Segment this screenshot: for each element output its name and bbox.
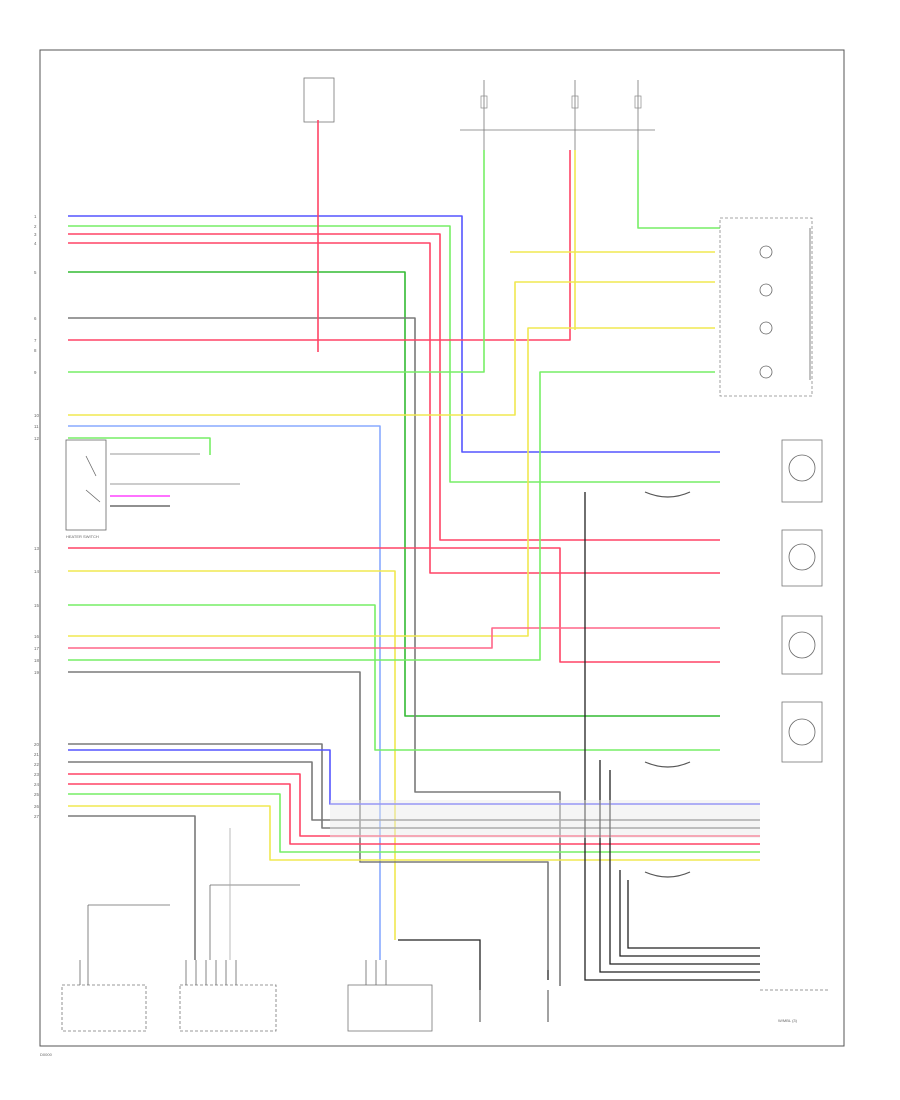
lamp-icon bbox=[759, 245, 773, 259]
svg-text:6: 6 bbox=[34, 316, 37, 321]
svg-text:8: 8 bbox=[34, 348, 37, 353]
wire-gray bbox=[68, 671, 549, 970]
svg-text:25: 25 bbox=[34, 792, 39, 797]
svg-text:15: 15 bbox=[34, 603, 39, 608]
lamp-icon bbox=[759, 321, 773, 335]
svg-text:23: 23 bbox=[34, 772, 39, 777]
wire-red bbox=[68, 242, 720, 574]
svg-text:27: 27 bbox=[34, 814, 39, 819]
lamp-icon bbox=[759, 365, 773, 379]
wire-gray bbox=[68, 815, 196, 960]
wire-blue bbox=[68, 215, 720, 453]
wire-black bbox=[599, 760, 760, 973]
component-box bbox=[347, 984, 433, 1032]
fuse-icon bbox=[634, 95, 642, 109]
svg-text:13: 13 bbox=[34, 546, 39, 551]
component-box bbox=[61, 984, 147, 1032]
motor-box bbox=[781, 529, 823, 587]
svg-text:10: 10 bbox=[34, 413, 39, 418]
motor-icon bbox=[788, 718, 816, 746]
wire-red bbox=[68, 783, 760, 845]
wire-green bbox=[68, 793, 760, 853]
wire-blue bbox=[68, 749, 760, 805]
motor-icon bbox=[788, 631, 816, 659]
svg-text:7: 7 bbox=[34, 338, 37, 343]
svg-text:3: 3 bbox=[34, 232, 37, 237]
svg-text:2: 2 bbox=[34, 224, 37, 229]
svg-text:9: 9 bbox=[34, 370, 37, 375]
motor-box bbox=[781, 439, 823, 503]
fuse-block-box bbox=[303, 77, 335, 123]
wire-green bbox=[68, 371, 715, 661]
wire-red bbox=[68, 150, 571, 341]
svg-text:11: 11 bbox=[34, 424, 39, 429]
motor-box bbox=[781, 615, 823, 675]
motor-box bbox=[781, 701, 823, 763]
wire-black bbox=[619, 870, 760, 957]
wire-green bbox=[637, 150, 720, 229]
svg-text:5: 5 bbox=[34, 270, 37, 275]
svg-text:21: 21 bbox=[34, 752, 39, 757]
wire-light-blue bbox=[68, 425, 381, 960]
wire-red bbox=[68, 233, 720, 541]
harness-clamps bbox=[644, 491, 691, 878]
svg-text:1: 1 bbox=[34, 214, 37, 219]
harness-band bbox=[330, 800, 760, 838]
svg-text:20: 20 bbox=[34, 742, 39, 747]
wire-yellow bbox=[68, 281, 715, 416]
svg-text:24: 24 bbox=[34, 782, 39, 787]
motor-icon bbox=[788, 543, 816, 571]
wire-black bbox=[627, 880, 760, 949]
wire-gray bbox=[68, 317, 561, 986]
bottom-right-label: W/MBL (3) bbox=[778, 1018, 798, 1023]
wire-gray bbox=[68, 761, 760, 821]
heater-switch: HEATER SWITCH bbox=[65, 439, 240, 539]
wire-yellow bbox=[68, 805, 760, 861]
svg-text:18: 18 bbox=[34, 658, 39, 663]
fuse-icon bbox=[571, 95, 579, 109]
wire-yellow bbox=[68, 570, 396, 940]
indicator-lamp-cluster bbox=[719, 217, 813, 397]
svg-text:17: 17 bbox=[34, 646, 39, 651]
wire-red bbox=[68, 547, 720, 663]
svg-text:4: 4 bbox=[34, 241, 37, 246]
svg-text:12: 12 bbox=[34, 436, 39, 441]
colored-wires bbox=[68, 120, 760, 986]
black-wires bbox=[398, 492, 760, 990]
fuse-icon bbox=[480, 95, 488, 109]
svg-text:16: 16 bbox=[34, 634, 39, 639]
footer-code: D0000 bbox=[40, 1052, 53, 1057]
wire-yellow bbox=[68, 327, 715, 637]
ground-stubs bbox=[479, 989, 830, 1022]
wire-black bbox=[584, 492, 760, 981]
bottom-components bbox=[61, 828, 433, 1032]
top-power-feeds bbox=[303, 77, 655, 150]
wire-pink bbox=[68, 627, 720, 649]
wire-red bbox=[68, 773, 760, 837]
diagram-frame bbox=[39, 49, 845, 1047]
lamp-icon bbox=[759, 283, 773, 297]
wire-green bbox=[68, 437, 211, 455]
wire-black bbox=[609, 770, 760, 965]
component-box bbox=[179, 984, 277, 1032]
wire-green bbox=[68, 225, 720, 483]
svg-text:26: 26 bbox=[34, 804, 39, 809]
wire-black bbox=[398, 939, 481, 990]
motor-boxes bbox=[781, 439, 823, 763]
wire-green bbox=[68, 150, 485, 373]
svg-text:19: 19 bbox=[34, 670, 39, 675]
wire-green bbox=[68, 604, 720, 751]
wire-gray bbox=[68, 743, 760, 829]
motor-icon bbox=[788, 454, 816, 482]
wire-dark-green bbox=[68, 271, 720, 717]
switch-box-label: HEATER SWITCH bbox=[66, 534, 99, 539]
svg-text:22: 22 bbox=[34, 762, 39, 767]
svg-text:14: 14 bbox=[34, 569, 39, 574]
